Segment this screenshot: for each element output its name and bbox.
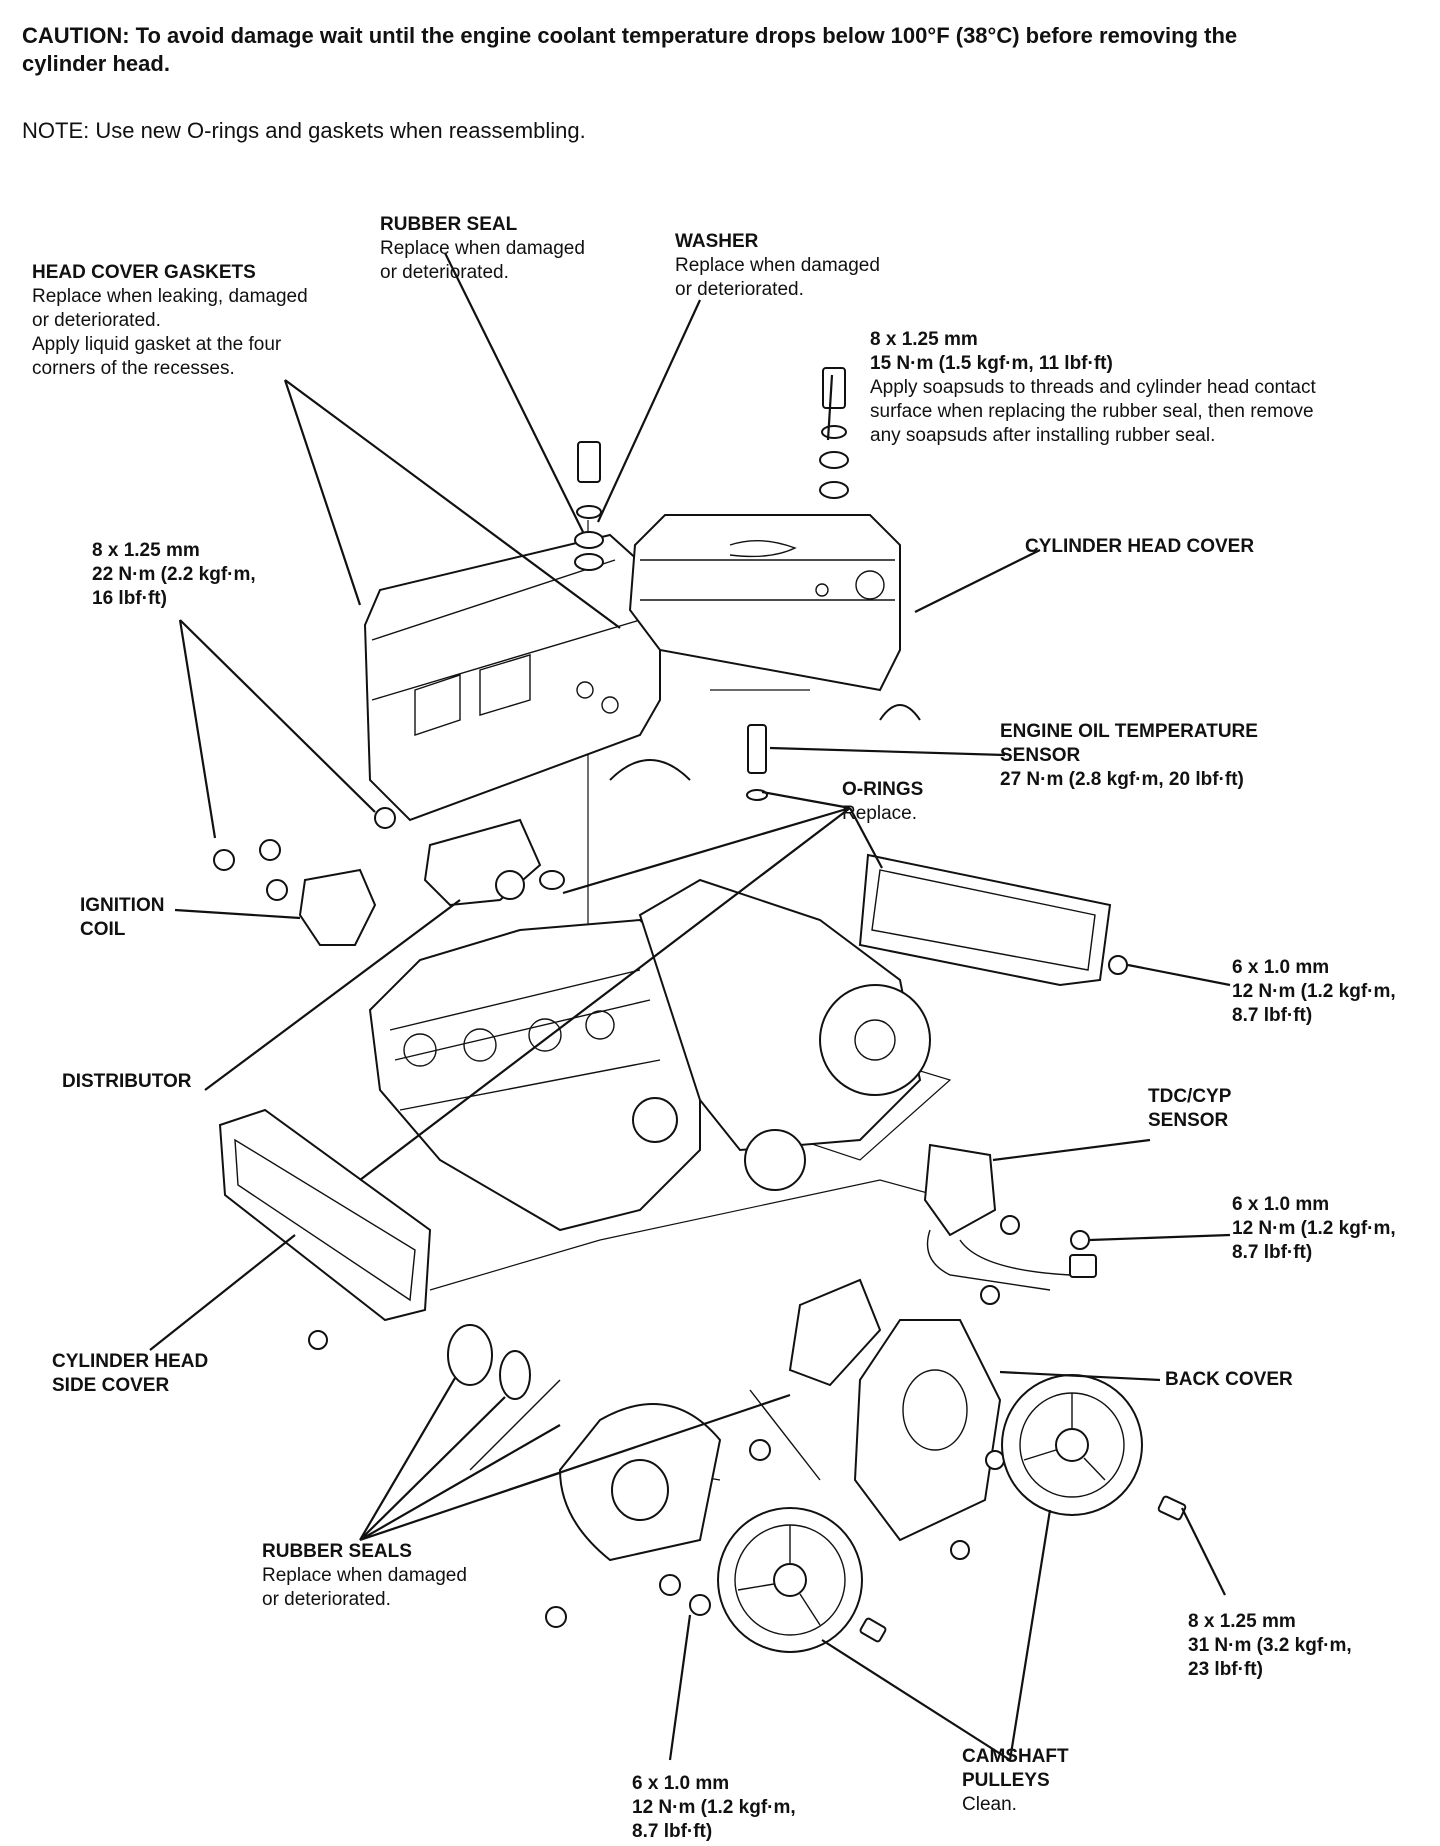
head-cover-gaskets-note-4: corners of the recesses.	[32, 358, 235, 379]
back-cover-bolt-torque-1: 12 N·m (1.2 kgf·m,	[632, 1797, 796, 1818]
cover-bolt-note-1: Apply soapsuds to threads and cylinder h…	[870, 377, 1316, 398]
camshaft-pulley-front	[717, 1507, 887, 1653]
cover-bolt-note-2: surface when replacing the rubber seal, …	[870, 401, 1314, 422]
oil-temp-sensor-label-2: SENSOR	[1000, 745, 1081, 766]
rubber-seal-note-1: Replace when damaged	[380, 238, 585, 259]
camshaft-pulleys-label-2: PULLEYS	[962, 1770, 1050, 1791]
ignition-coil-label-2: COIL	[80, 919, 126, 940]
cover-bolt-torque: 15 N·m (1.5 kgf·m, 11 lbf·ft)	[870, 353, 1113, 374]
note-text: NOTE: Use new O-rings and gaskets when r…	[22, 118, 586, 143]
o-rings-title: O-RINGS	[842, 779, 924, 800]
sensor-bolt-torque-1: 12 N·m (1.2 kgf·m,	[1232, 1218, 1396, 1239]
caution-paragraph: CAUTION: To avoid damage wait until the …	[22, 22, 1237, 50]
coil-bolt-size: 8 x 1.25 mm	[92, 540, 200, 561]
side-cover-bolt-size: 6 x 1.0 mm	[1232, 957, 1330, 978]
camshaft-pulley-rear	[1001, 1374, 1187, 1521]
washer-note-2: or deteriorated.	[675, 279, 804, 300]
pulley-bolt-size: 8 x 1.25 mm	[1188, 1611, 1296, 1632]
caution-text: To avoid damage wait until the engine co…	[129, 23, 1238, 48]
tdc-cyp-sensor-label-2: SENSOR	[1148, 1110, 1229, 1131]
sensor-bolt-size: 6 x 1.0 mm	[1232, 1194, 1330, 1215]
camshaft-pulleys-note: Clean.	[962, 1794, 1017, 1815]
oil-temperature-sensor	[746, 724, 768, 801]
rubber-seals-title: RUBBER SEALS	[262, 1541, 412, 1562]
caution-label: CAUTION:	[22, 23, 130, 48]
cylinder-head-cover-label: CYLINDER HEAD COVER	[1025, 536, 1255, 557]
rubber-seal-stack-right	[819, 367, 849, 499]
cylinder-head-assembly	[368, 878, 931, 1232]
sensor-bolt-torque-2: 8.7 lbf·ft)	[1232, 1242, 1313, 1263]
head-cover-gaskets-note-1: Replace when leaking, damaged	[32, 286, 308, 307]
back-cover-label: BACK COVER	[1165, 1369, 1293, 1390]
side-cover-bolt-torque-2: 8.7 lbf·ft)	[1232, 1005, 1313, 1026]
tdc-cyp-sensor	[923, 1143, 1097, 1305]
oil-temp-sensor-label-1: ENGINE OIL TEMPERATURE	[1000, 721, 1258, 742]
o-rings-note: Replace.	[842, 803, 917, 824]
rubber-seals-note-2: or deteriorated.	[262, 1589, 391, 1610]
back-cover	[788, 1278, 1005, 1560]
pulley-bolt-torque-1: 31 N·m (3.2 kgf·m,	[1188, 1635, 1352, 1656]
cylinder-head-side-cover-label-2: SIDE COVER	[52, 1375, 170, 1396]
rubber-seals-lower	[447, 1324, 821, 1628]
head-cover-gaskets-note-3: Apply liquid gasket at the four	[32, 334, 282, 355]
coil-bolt-torque-2: 16 lbf·ft)	[92, 588, 167, 609]
back-cover-bolt-torque-2: 8.7 lbf·ft)	[632, 1821, 713, 1842]
head-cover-gaskets-title: HEAD COVER GASKETS	[32, 262, 256, 283]
washer-title: WASHER	[675, 231, 759, 252]
coil-bolt-torque-1: 22 N·m (2.2 kgf·m,	[92, 564, 256, 585]
cylinder-head-cover-front	[363, 533, 691, 822]
ignition-coil	[213, 807, 396, 946]
cover-bolt-note-3: any soapsuds after installing rubber sea…	[870, 425, 1216, 446]
ignition-coil-label-1: IGNITION	[80, 895, 165, 916]
cylinder-head-side-cover-front	[218, 1108, 432, 1350]
side-cover-bolt-torque-1: 12 N·m (1.2 kgf·m,	[1232, 981, 1396, 1002]
distributor	[423, 818, 565, 907]
caution-text-continued: cylinder head.	[22, 51, 170, 76]
rubber-seal-note-2: or deteriorated.	[380, 262, 509, 283]
rubber-seal-title: RUBBER SEAL	[380, 214, 518, 235]
washer-note-1: Replace when damaged	[675, 255, 880, 276]
rubber-seal-stack-left	[574, 441, 604, 571]
rubber-seals-note-1: Replace when damaged	[262, 1565, 467, 1586]
pulley-bolt-torque-2: 23 lbf·ft)	[1188, 1659, 1263, 1680]
cylinder-head-side-cover-label-1: CYLINDER HEAD	[52, 1351, 209, 1372]
callout-leaders	[149, 252, 1231, 1761]
cylinder-head-cover-rear	[628, 514, 921, 721]
head-cover-gaskets-note-2: or deteriorated.	[32, 310, 161, 331]
camshaft-pulleys-label-1: CAMSHAFT	[962, 1746, 1069, 1767]
cylinder-head-side-cover-rear	[858, 853, 1128, 987]
distributor-label: DISTRIBUTOR	[62, 1071, 192, 1092]
tdc-cyp-sensor-label-1: TDC/CYP	[1148, 1086, 1232, 1107]
cover-bolt-size: 8 x 1.25 mm	[870, 329, 978, 350]
oil-temp-sensor-torque: 27 N·m (2.8 kgf·m, 20 lbf·ft)	[1000, 769, 1244, 790]
back-cover-bolt-size: 6 x 1.0 mm	[632, 1773, 730, 1794]
